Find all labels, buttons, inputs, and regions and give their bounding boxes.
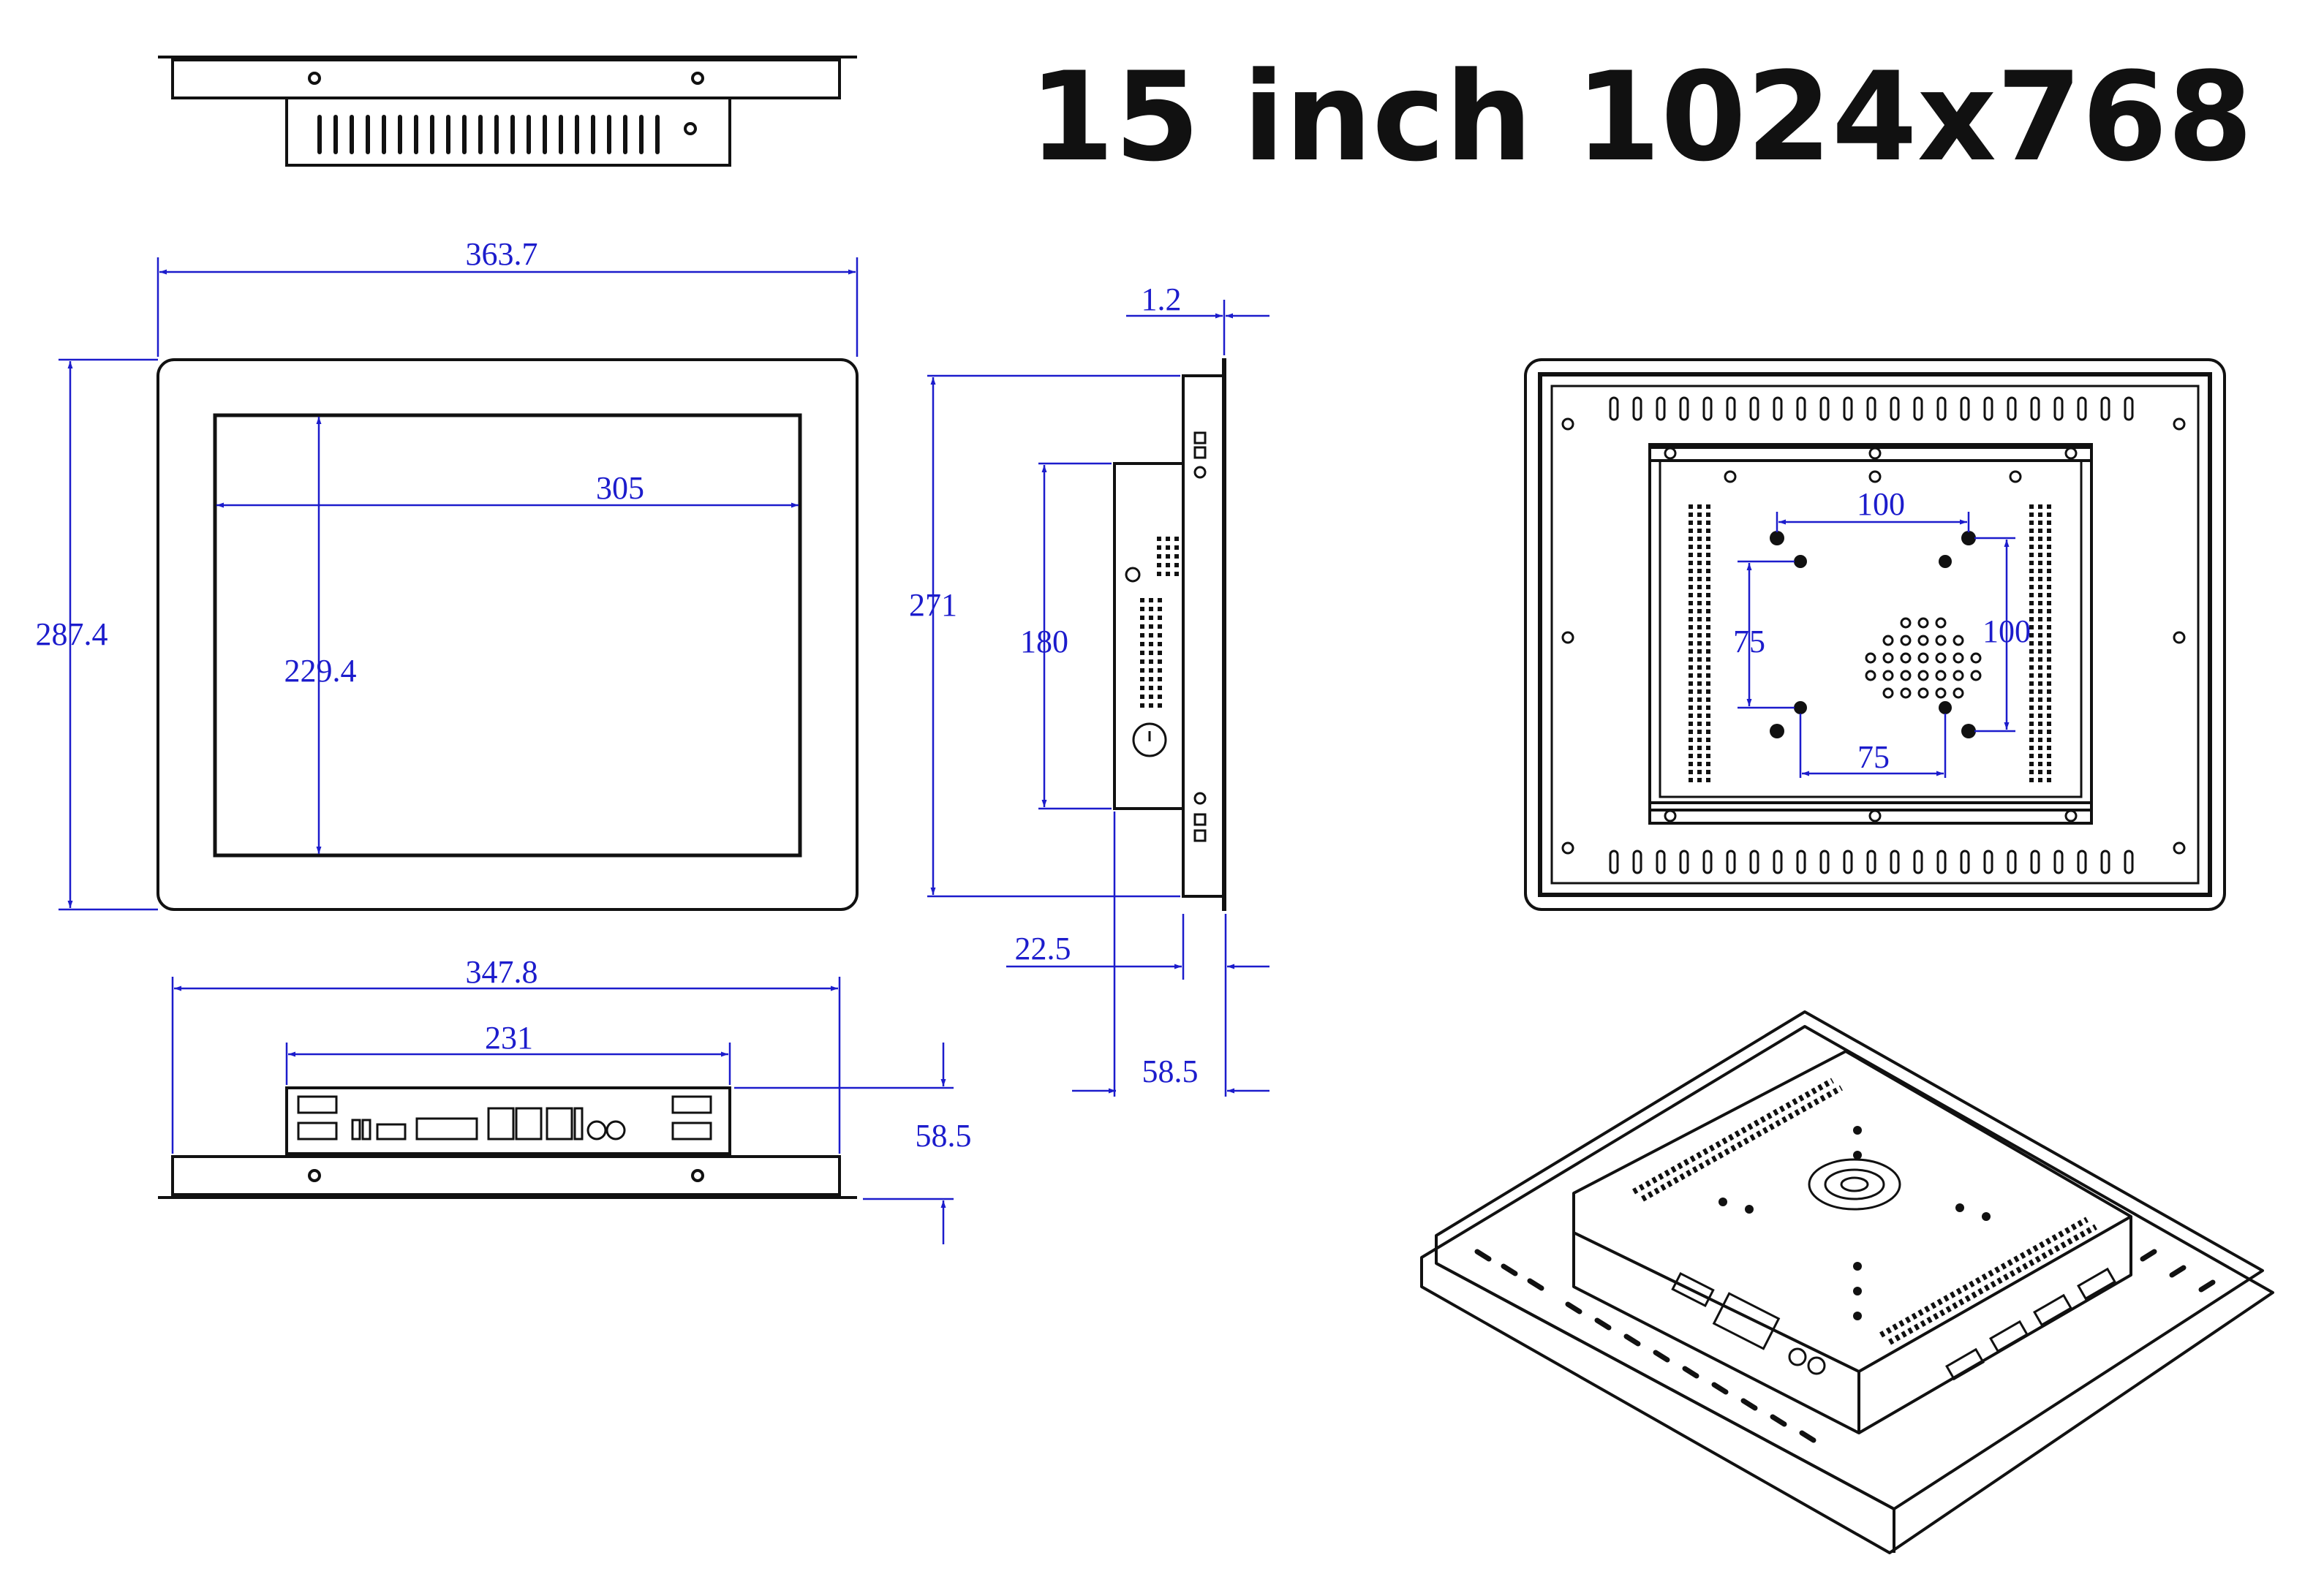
screen-width-label: 305 [596, 470, 644, 506]
front-dimensions [59, 257, 859, 911]
screen-height-label: 229.4 [284, 653, 357, 689]
side-height-label: 271 [909, 587, 957, 623]
side-dimensions [927, 300, 1269, 1097]
rear-vent-columns [1689, 504, 2051, 784]
front-overall-width-label: 363.7 [466, 236, 538, 272]
iso-ports [1671, 1267, 2116, 1381]
isometric-view [1420, 1010, 2274, 1554]
side-view [1113, 358, 1226, 911]
side-vents [1157, 537, 1179, 576]
rear-view [1524, 358, 2226, 911]
front-overall-height-label: 287.4 [36, 616, 108, 652]
speaker-grille [1865, 617, 1982, 699]
bezel-depth-label: 22.5 [1015, 931, 1071, 966]
vesa-holes [1770, 531, 1976, 738]
top-view [158, 56, 857, 167]
bottom-box-width-label: 231 [485, 1020, 533, 1056]
box-height-label: 180 [1020, 624, 1068, 659]
bezel-thickness-label: 1.2 [1142, 281, 1182, 317]
vesa-small-h-label: 75 [1857, 739, 1890, 775]
iso-details [1719, 1126, 1991, 1320]
vesa-large-v-label: 100 [1982, 613, 2031, 649]
vesa-small-v-label: 75 [1733, 624, 1765, 659]
rear-dimensions [1738, 512, 2015, 778]
total-depth-label: 58.5 [1142, 1053, 1199, 1089]
bottom-depth-label: 58.5 [916, 1118, 972, 1154]
vesa-large-h-label: 100 [1857, 486, 1905, 522]
bottom-dimensions [171, 977, 954, 1244]
iso-bezel-slots [1474, 1249, 2216, 1443]
front-view [156, 358, 859, 911]
iso-vents [1632, 1078, 2097, 1345]
bottom-overall-width-label: 347.8 [466, 954, 538, 990]
title: 15 inch 1024x768 [1029, 45, 2253, 189]
side-vent-column [1140, 598, 1162, 708]
iso-speaker [1808, 1158, 1901, 1211]
bottom-view [158, 1086, 857, 1199]
